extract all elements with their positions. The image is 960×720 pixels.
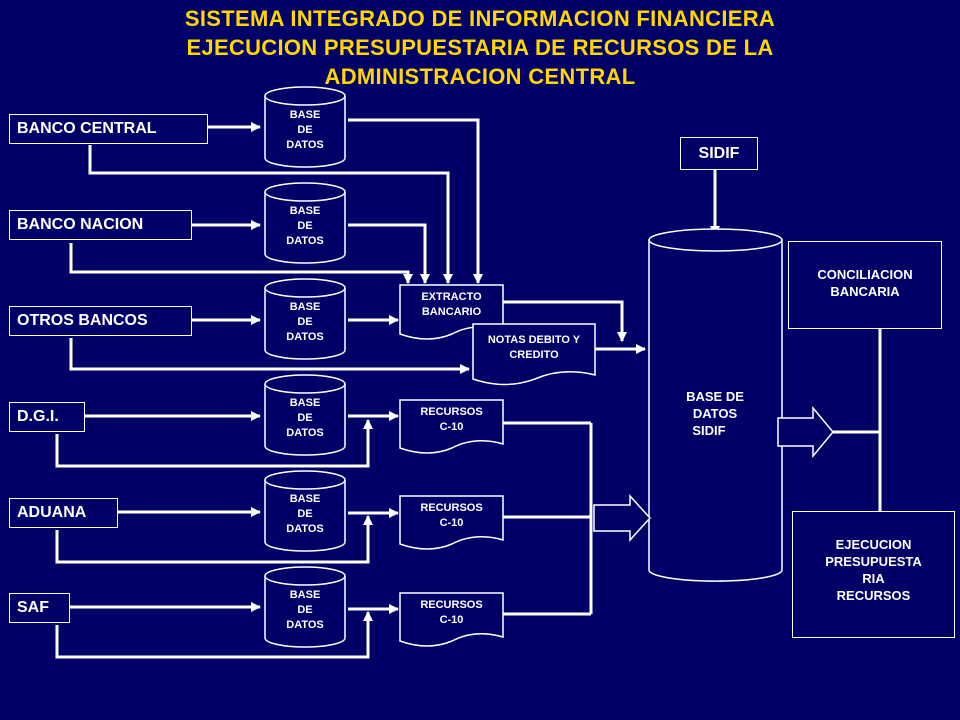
source-otros-bancos[interactable]: OTROS BANCOS [9,306,192,336]
notas-document [472,323,596,386]
title-line-3: ADMINISTRACION CENTRAL [324,64,636,89]
database-cylinder-3 [264,278,346,360]
block-arrow-base-connector [777,405,834,459]
loop-dgi [55,419,373,468]
database-cylinder-4 [264,374,346,456]
source-aduana[interactable]: ADUANA [9,498,118,528]
source-saf[interactable]: SAF [9,593,70,623]
line-extracto-base [503,300,627,342]
block-arrow-recursos-base [593,494,652,542]
database-cylinder-1 [264,86,346,168]
source-dgi[interactable]: D.G.I. [9,402,85,432]
line-banco-nacion-extracto [69,243,413,284]
loop-saf [55,611,373,659]
line-db1-extracto [348,118,483,284]
database-cylinder-6 [264,566,346,648]
database-cylinder-2 [264,182,346,264]
recursos-document-2 [399,495,504,550]
recursos-document-1 [399,399,504,454]
source-banco-nacion[interactable]: BANCO NACION [9,210,192,240]
line-db2-extracto [348,223,430,284]
title-line-1: SISTEMA INTEGRADO DE INFORMACION FINANCI… [184,6,776,31]
base-sidif-cylinder [648,228,783,582]
line-otros-bancos-notas [69,338,470,374]
database-cylinder-5 [264,470,346,552]
diagram-title: SISTEMA INTEGRADO DE INFORMACION FINANCI… [0,4,960,91]
recursos-document-3 [399,592,504,647]
source-banco-central[interactable]: BANCO CENTRAL [9,114,208,144]
loop-aduana [55,515,373,564]
line-banco-central-extracto [88,145,453,284]
sidif-box[interactable]: SIDIF [680,137,758,170]
title-line-2: EJECUCION PRESUPUESTARIA DE RECURSOS DE … [186,35,774,60]
